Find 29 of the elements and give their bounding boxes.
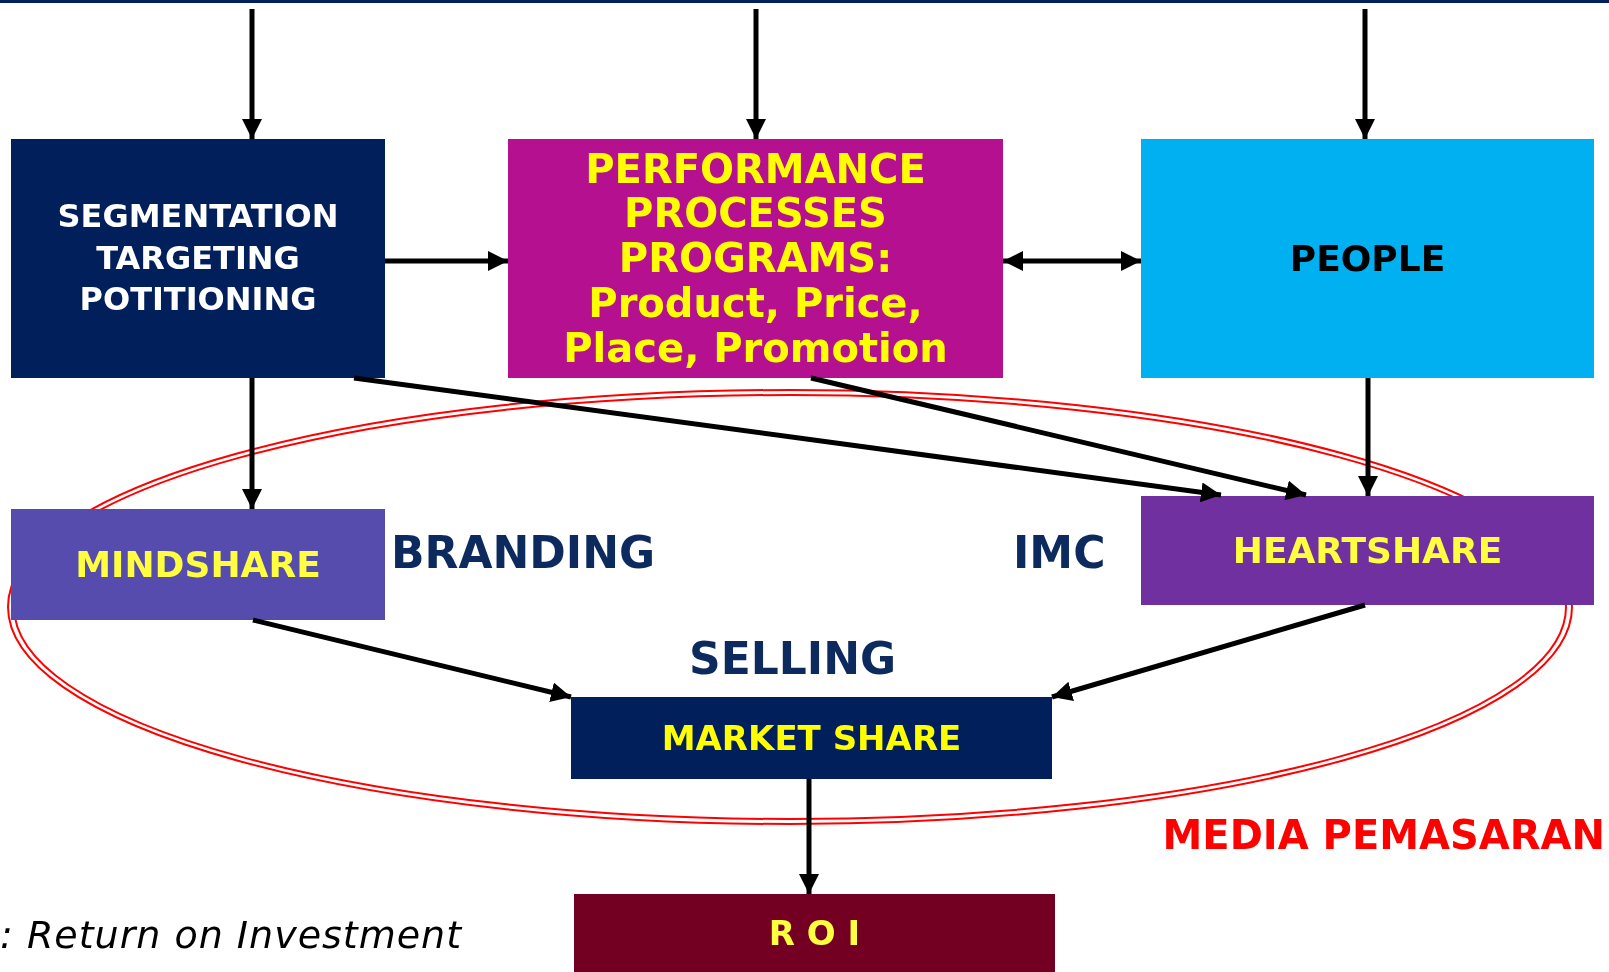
- process-box: [11, 139, 385, 378]
- arrow: [242, 9, 262, 139]
- arrow: [1358, 378, 1378, 496]
- media-label: MEDIA PEMASARAN: [1162, 812, 1605, 858]
- process-box: [571, 697, 1052, 779]
- box-label: PERFORMANCE PROCESSES PROGRAMS: Product, Price, Place, Promotion: [562, 146, 949, 371]
- box-label: MINDSHARE: [74, 542, 322, 587]
- box-label: PEOPLE: [1288, 236, 1447, 281]
- arrow: [242, 378, 262, 509]
- arrow: [799, 779, 819, 894]
- arrow: [353, 375, 1222, 503]
- box-label: SEGMENTATION TARGETING POTITIONING: [56, 196, 340, 321]
- box-label: R O I: [767, 912, 862, 954]
- arrow: [385, 251, 508, 271]
- arrow: [1003, 251, 1141, 271]
- process-box: [508, 139, 1003, 378]
- text-label: IMC: [1013, 527, 1106, 578]
- text-label: SELLING: [689, 633, 897, 684]
- arrow: [810, 375, 1307, 501]
- process-box: [1141, 139, 1594, 378]
- arrow: [252, 617, 572, 702]
- text-label: : Return on Investment: [0, 913, 463, 957]
- box-label: HEARTSHARE: [1231, 528, 1504, 573]
- arrow: [746, 9, 766, 139]
- arrow: [1355, 9, 1375, 139]
- box-label: MARKET SHARE: [660, 717, 963, 759]
- text-label: BRANDING: [391, 527, 656, 578]
- process-box: [574, 894, 1055, 972]
- arrow: [1051, 602, 1366, 701]
